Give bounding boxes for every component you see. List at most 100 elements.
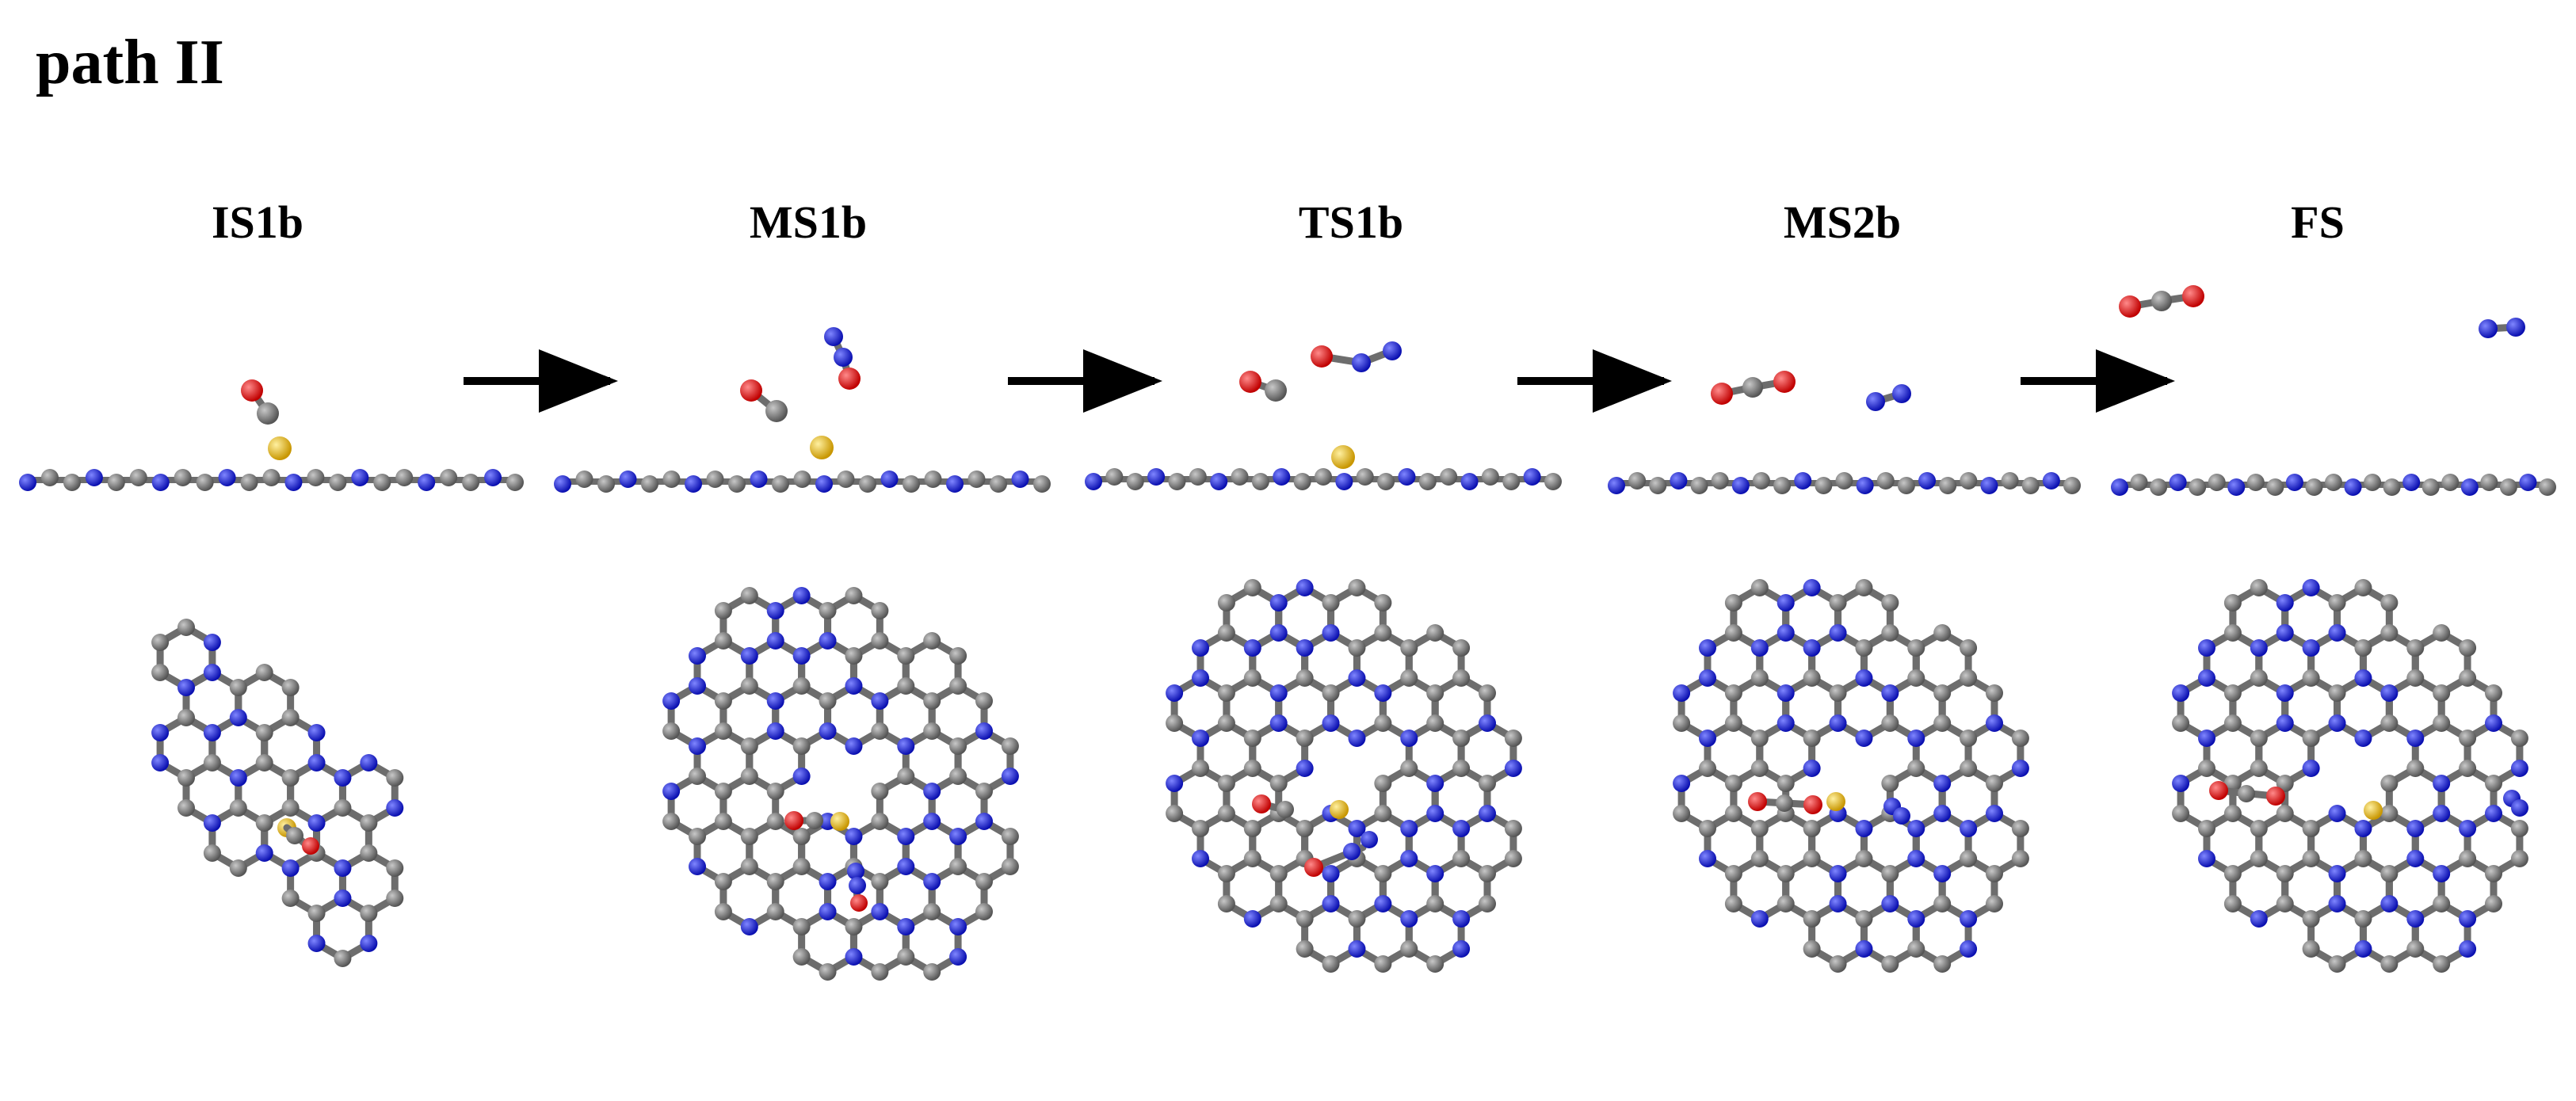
carbon-atom <box>1478 775 1496 792</box>
nitrogen-atom <box>1776 624 1795 642</box>
nitrogen-atom <box>2354 940 2372 958</box>
carbon-atom <box>903 475 920 493</box>
carbon-atom <box>1192 820 1209 837</box>
carbon-atom <box>1478 895 1496 912</box>
carbon-atom <box>1243 850 1261 867</box>
carbon-atom <box>1750 820 1769 837</box>
nitrogen-atom <box>1452 940 1471 958</box>
carbon-atom <box>257 402 279 425</box>
nitrogen-atom <box>1960 820 1978 837</box>
metal-atom <box>268 436 292 460</box>
metal-atom <box>810 436 834 459</box>
carbon-atom <box>1881 865 1899 882</box>
nitrogen-atom <box>689 858 706 875</box>
carbon-atom <box>1217 714 1235 732</box>
carbon-atom <box>2246 474 2265 491</box>
nitrogen-atom <box>1673 775 1691 792</box>
nitrogen-atom <box>2276 714 2294 732</box>
oxygen-atom <box>1773 371 1796 393</box>
carbon-atom <box>2063 477 2081 494</box>
panel-label-ms1b: MS1b <box>750 196 867 248</box>
carbon-atom <box>1217 684 1235 702</box>
carbon-atom <box>1933 955 1952 973</box>
carbon-atom <box>1724 594 1742 611</box>
carbon-atom <box>2421 478 2440 496</box>
carbon-atom <box>1985 775 2003 792</box>
oxygen-atom <box>302 837 319 855</box>
carbon-atom <box>740 587 758 604</box>
nitrogen-atom <box>281 859 300 877</box>
nitrogen-atom <box>418 474 436 491</box>
nitrogen-atom <box>2433 775 2451 792</box>
n2-molecule-ms2b <box>1866 384 1911 411</box>
carbon-atom <box>2151 291 2172 311</box>
carbon-atom <box>2302 730 2320 747</box>
carbon-atom <box>1374 775 1392 792</box>
carbon-atom <box>1933 714 1952 732</box>
adsorbates <box>241 285 2525 469</box>
nitrogen-atom <box>2380 895 2399 912</box>
carbon-atom <box>1426 624 1444 642</box>
nitrogen-atom <box>1243 639 1261 657</box>
top-view-fs <box>2172 579 2528 973</box>
carbon-atom <box>1724 865 1742 882</box>
carbon-atom <box>1418 473 1437 490</box>
carbon-atom <box>2150 478 2168 496</box>
nitrogen-atom <box>334 890 352 907</box>
carbon-atom <box>151 664 170 681</box>
carbon-atom <box>1960 730 1978 747</box>
carbon-atom <box>1217 865 1235 882</box>
nitrogen-atom <box>923 783 941 800</box>
carbon-atom <box>792 948 811 966</box>
nitrogen-atom <box>1273 468 1291 486</box>
carbon-atom <box>1829 594 1847 611</box>
carbon-atom <box>2223 684 2242 702</box>
nitrogen-atom <box>1343 843 1361 860</box>
carbon-atom <box>177 799 195 817</box>
figure-heading: path II <box>36 28 224 97</box>
carbon-atom <box>897 768 915 785</box>
nitrogen-atom <box>949 948 967 966</box>
carbon-atom <box>386 769 404 787</box>
carbon-atom <box>229 859 247 877</box>
nitrogen-atom <box>2406 730 2425 747</box>
carbon-atom <box>845 587 863 604</box>
panel-label-ts1b: TS1b <box>1299 196 1403 248</box>
nitrogen-atom <box>1322 714 1340 732</box>
nitrogen-atom <box>871 903 889 920</box>
carbon-atom <box>923 692 941 710</box>
oxygen-atom <box>740 379 762 402</box>
nitrogen-atom <box>2380 684 2399 702</box>
carbon-atom <box>766 873 784 890</box>
carbon-atom <box>1400 639 1418 657</box>
carbon-atom <box>1933 624 1952 642</box>
nitrogen-atom <box>2328 714 2346 732</box>
carbon-atom <box>2459 760 2477 777</box>
carbon-atom <box>871 873 889 890</box>
carbon-atom <box>2305 478 2323 496</box>
carbon-atom <box>766 903 784 920</box>
carbon-atom <box>575 470 593 488</box>
carbon-atom <box>1835 472 1853 490</box>
nitrogen-atom <box>689 647 706 665</box>
nitrogen-atom <box>2198 669 2215 687</box>
carbon-atom <box>1724 684 1742 702</box>
carbon-atom <box>1690 477 1708 494</box>
carbon-atom <box>793 470 811 488</box>
oxygen-atom <box>1711 383 1733 405</box>
nitrogen-atom <box>2328 895 2346 912</box>
nitrogen-atom <box>1855 730 1873 747</box>
carbon-atom <box>1452 760 1471 777</box>
carbon-atom <box>2328 594 2346 611</box>
nitrogen-atom <box>1322 624 1340 642</box>
carbon-atom <box>1699 820 1716 837</box>
carbon-atom <box>1985 684 2003 702</box>
nitrogen-atom <box>2250 639 2268 657</box>
carbon-atom <box>2172 805 2190 822</box>
carbon-atom <box>2484 684 2502 702</box>
nitrogen-atom <box>2302 579 2320 596</box>
carbon-atom <box>2276 895 2294 912</box>
nitrogen-atom <box>2198 639 2215 657</box>
nitrogen-atom <box>2276 684 2294 702</box>
carbon-atom <box>871 783 889 800</box>
